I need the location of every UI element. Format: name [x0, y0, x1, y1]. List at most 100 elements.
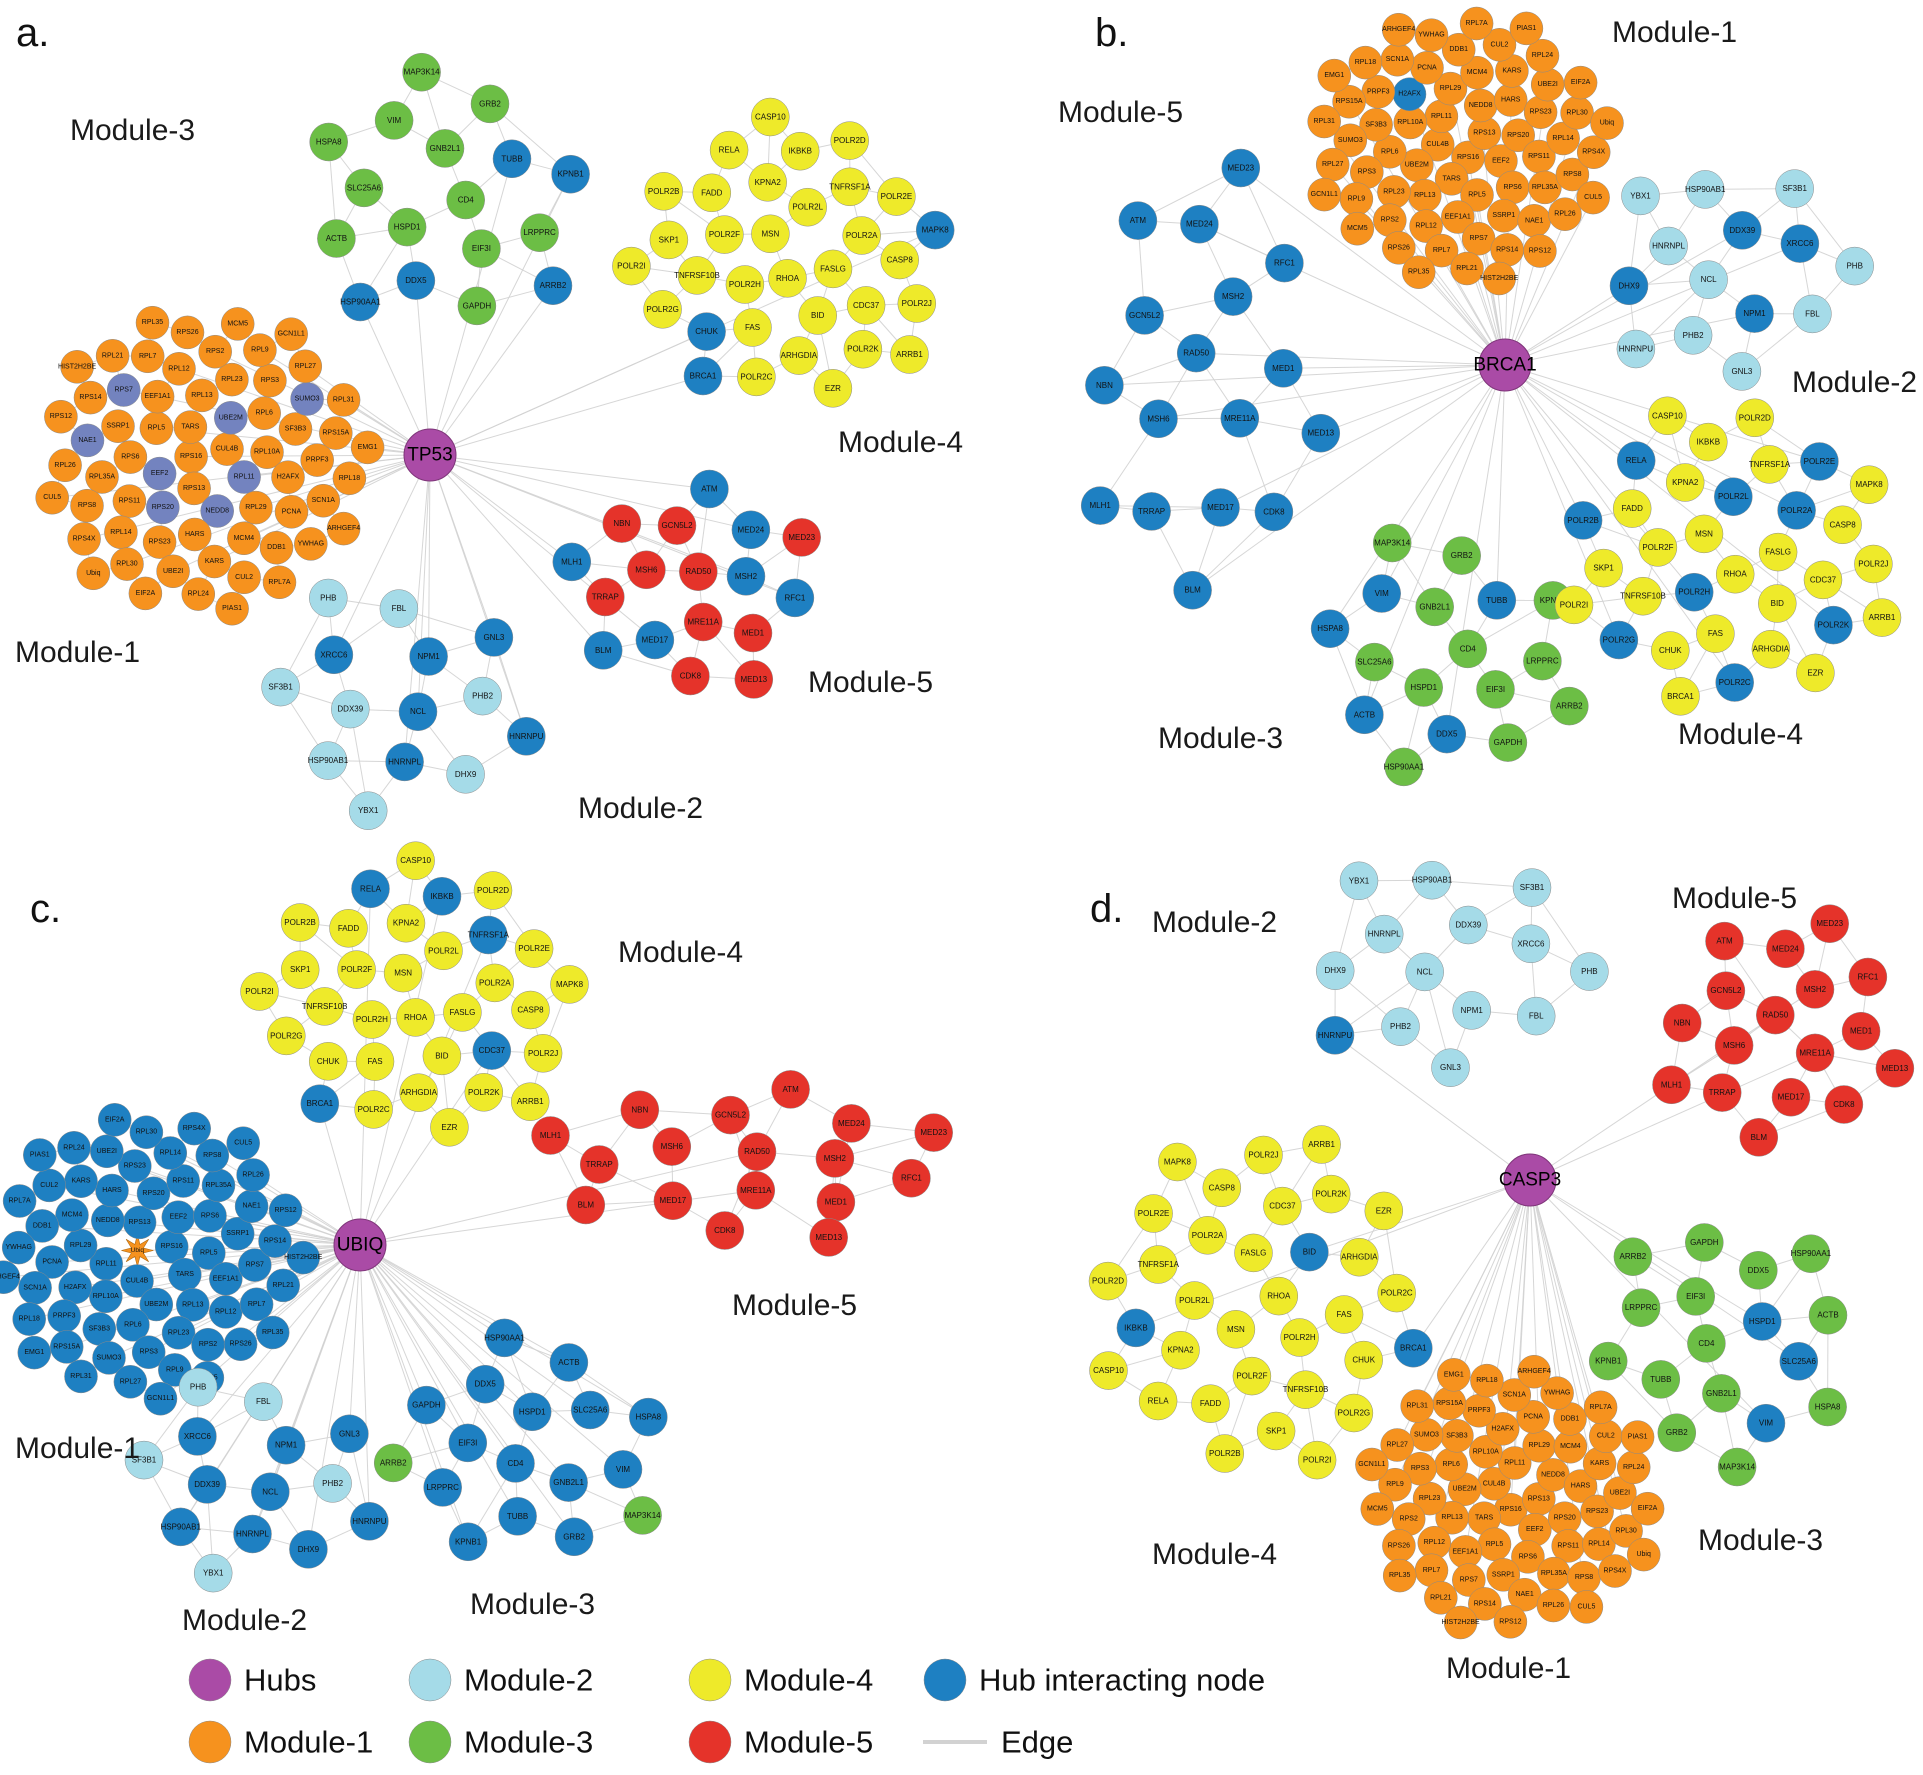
node-YBX1[interactable]: YBX1	[193, 1553, 233, 1593]
node-SKP1[interactable]: SKP1	[280, 950, 320, 989]
node-RPL30[interactable]: RPL30	[129, 1115, 164, 1149]
node-RPL12[interactable]: RPL12	[208, 1295, 243, 1329]
node-Ubiq[interactable]: Ubiq	[121, 1234, 154, 1267]
node-EZR[interactable]: EZR	[1796, 653, 1835, 693]
node-RPS23[interactable]: RPS23	[142, 525, 177, 559]
node-YWHAG[interactable]: YWHAG	[1, 1230, 36, 1265]
node-CASP10[interactable]: CASP10	[1089, 1351, 1128, 1390]
node-ARRB2[interactable]: ARRB2	[533, 266, 573, 305]
node-RPS12[interactable]: RPS12	[1523, 234, 1557, 268]
node-RHOA[interactable]: RHOA	[396, 998, 435, 1037]
node-MED24[interactable]: MED24	[731, 510, 771, 550]
node-RPL10A[interactable]: RPL10A	[1393, 105, 1428, 140]
node-PHB2[interactable]: PHB2	[1381, 1007, 1420, 1046]
node-SF3B1[interactable]: SF3B1	[124, 1440, 164, 1480]
node-RPL18[interactable]: RPL18	[12, 1302, 46, 1336]
node-DDB1[interactable]: DDB1	[25, 1209, 59, 1243]
node-HNRNPL[interactable]: HNRNPL	[385, 742, 424, 782]
node-PHB2[interactable]: PHB2	[1673, 316, 1713, 355]
node-KARS[interactable]: KARS	[1495, 54, 1529, 88]
node-DDX5[interactable]: DDX5	[1739, 1251, 1778, 1290]
node-PRPF3[interactable]: PRPF3	[300, 443, 334, 477]
node-POLR2F[interactable]: POLR2F	[1232, 1356, 1272, 1396]
node-SUMO3[interactable]: SUMO3	[1409, 1418, 1444, 1452]
node-FASLG[interactable]: FASLG	[443, 993, 482, 1032]
node-ARHGEF4[interactable]: ARHGEF4	[326, 511, 361, 546]
node-TNFRSF10B[interactable]: TNFRSF10B	[674, 256, 720, 295]
node-RPS14[interactable]: RPS14	[73, 380, 108, 415]
node-RPL31[interactable]: RPL31	[1307, 104, 1341, 139]
node-POLR2I[interactable]: POLR2I	[612, 246, 651, 286]
node-SUMO3[interactable]: SUMO3	[1333, 123, 1368, 158]
node-POLR2B[interactable]: POLR2B	[644, 172, 683, 211]
node-RPL31[interactable]: RPL31	[326, 383, 361, 417]
node-DHX9[interactable]: DHX9	[289, 1530, 328, 1569]
node-RPS12[interactable]: RPS12	[1493, 1605, 1528, 1639]
node-CASP8[interactable]: CASP8	[880, 240, 919, 280]
node-ARRB1[interactable]: ARRB1	[510, 1082, 550, 1121]
node-GNB2L1[interactable]: GNB2L1	[1415, 587, 1454, 627]
node-RPL7[interactable]: RPL7	[130, 339, 165, 374]
node-KPNA2[interactable]: KPNA2	[1665, 463, 1705, 502]
node-RPL35[interactable]: RPL35	[255, 1315, 290, 1350]
node-MED13[interactable]: MED13	[1301, 413, 1341, 453]
node-RPS2[interactable]: RPS2	[191, 1327, 225, 1362]
node-RPS13[interactable]: RPS13	[122, 1205, 157, 1240]
node-PRPF3[interactable]: PRPF3	[1361, 75, 1396, 109]
node-DDX39[interactable]: DDX39	[1449, 905, 1488, 945]
node-CDC37[interactable]: CDC37	[1803, 560, 1843, 600]
node-POLR2I[interactable]: POLR2I	[1297, 1440, 1337, 1480]
node-HSPD1[interactable]: HSPD1	[387, 207, 427, 247]
node-XRCC6[interactable]: XRCC6	[1780, 224, 1820, 263]
node-POLR2F[interactable]: POLR2F	[705, 215, 744, 254]
node-RPL23[interactable]: RPL23	[161, 1316, 196, 1350]
node-CHUK[interactable]: CHUK	[1651, 631, 1690, 670]
node-BRCA1[interactable]: BRCA1	[300, 1084, 340, 1123]
node-PHB[interactable]: PHB	[1570, 952, 1609, 991]
node-GRB2[interactable]: GRB2	[470, 84, 510, 124]
node-RPL24[interactable]: RPL24	[181, 577, 216, 611]
node-FAS[interactable]: FAS	[355, 1042, 395, 1081]
node-NCL[interactable]: NCL	[1689, 260, 1728, 299]
node-CUL5[interactable]: CUL5	[1576, 180, 1610, 215]
node-RPL6[interactable]: RPL6	[1434, 1447, 1468, 1482]
node-RPL24[interactable]: RPL24	[1525, 38, 1560, 73]
node-ACTB[interactable]: ACTB	[317, 219, 356, 258]
node-RPL18[interactable]: RPL18	[1348, 45, 1383, 80]
node-RPS23[interactable]: RPS23	[118, 1149, 152, 1183]
hub-BRCA1[interactable]: BRCA1	[1473, 338, 1537, 392]
node-HARS[interactable]: HARS	[95, 1173, 129, 1208]
node-MED23[interactable]: MED23	[914, 1113, 953, 1152]
node-CASP10[interactable]: CASP10	[396, 841, 435, 880]
node-PCNA[interactable]: PCNA	[35, 1245, 69, 1279]
node-RPS23[interactable]: RPS23	[1523, 95, 1558, 129]
node-RELA[interactable]: RELA	[1138, 1381, 1178, 1421]
node-RPS14[interactable]: RPS14	[1468, 1587, 1502, 1621]
node-UBE2I[interactable]: UBE2I	[90, 1134, 124, 1169]
node-PIAS1[interactable]: PIAS1	[23, 1138, 57, 1172]
node-BID[interactable]: BID	[798, 296, 837, 335]
node-H2AFX[interactable]: H2AFX	[271, 460, 305, 494]
node-POLR2J[interactable]: POLR2J	[523, 1034, 563, 1073]
node-MED17[interactable]: MED17	[653, 1181, 693, 1220]
node-KPNA2[interactable]: KPNA2	[1161, 1330, 1200, 1370]
node-POLR2C[interactable]: POLR2C	[354, 1090, 393, 1129]
node-KPNB1[interactable]: KPNB1	[551, 154, 590, 194]
node-MED13[interactable]: MED13	[1875, 1049, 1915, 1088]
node-ARRB1[interactable]: ARRB1	[1862, 598, 1902, 637]
node-BID[interactable]: BID	[1290, 1232, 1329, 1272]
node-POLR2J[interactable]: POLR2J	[1854, 544, 1893, 584]
node-BRCA1[interactable]: BRCA1	[683, 356, 723, 396]
node-HNRNPL[interactable]: HNRNPL	[233, 1514, 272, 1554]
node-GCN1L1[interactable]: GCN1L1	[274, 317, 308, 351]
node-SF3B3[interactable]: SF3B3	[1440, 1419, 1474, 1453]
node-GNB2L1[interactable]: GNB2L1	[425, 129, 465, 168]
node-HARS[interactable]: HARS	[1563, 1469, 1598, 1503]
node-XRCC6[interactable]: XRCC6	[314, 635, 354, 675]
node-EIF2A[interactable]: EIF2A	[1630, 1491, 1665, 1526]
node-TRRAP[interactable]: TRRAP	[1132, 492, 1171, 531]
node-MED17[interactable]: MED17	[1771, 1077, 1811, 1117]
node-POLR2L[interactable]: POLR2L	[1175, 1281, 1214, 1320]
node-TUBB[interactable]: TUBB	[498, 1497, 537, 1536]
node-RPS7[interactable]: RPS7	[1461, 221, 1496, 256]
